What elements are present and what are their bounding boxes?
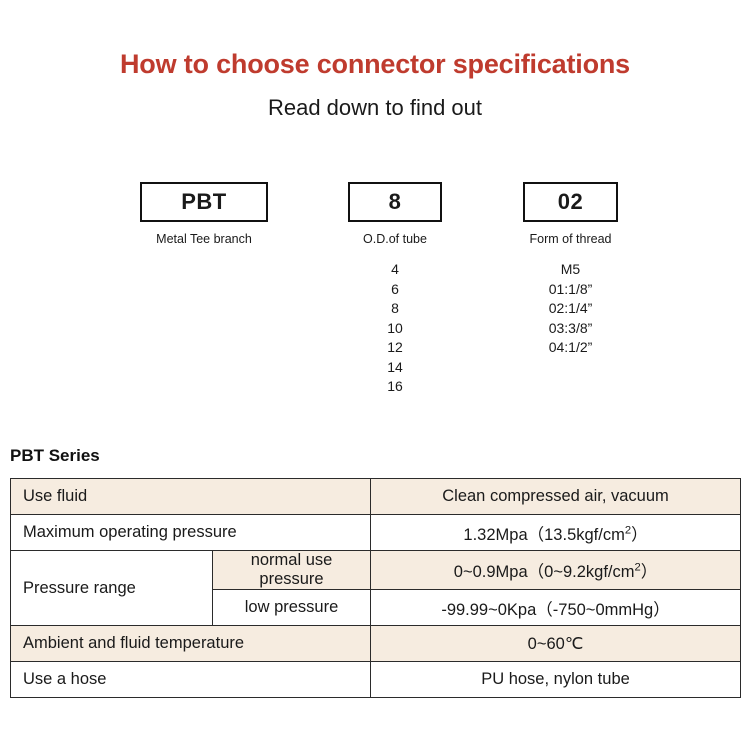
value-superscript: 2 xyxy=(634,561,641,574)
spec-value-temperature: 0~60℃ xyxy=(370,625,742,662)
code-value-series: PBT xyxy=(181,189,227,214)
table-row: Use a hose PU hose, nylon tube xyxy=(9,661,742,698)
code-group-od: 8 O.D.of tube 4 6 8 10 12 14 16 xyxy=(348,182,442,397)
value-tail: ） xyxy=(640,563,658,581)
value-tail: ） xyxy=(631,525,648,544)
spec-value-max-pressure: 1.32Mpa（13.5kgf/cm2） xyxy=(370,514,742,551)
spec-sublabel-low-pressure: low pressure xyxy=(211,589,372,626)
code-box-od: 8 xyxy=(348,182,442,222)
code-group-series: PBT Metal Tee branch xyxy=(140,182,268,260)
specification-table: Use fluid Clean compressed air, vacuum M… xyxy=(9,478,742,698)
spec-label-pressure-range: Pressure range xyxy=(10,550,213,626)
code-group-thread: 02 Form of thread M5 01:1/8” 02:1/4” 03:… xyxy=(523,182,618,358)
spec-value-use-fluid: Clean compressed air, vacuum xyxy=(370,478,742,515)
table-row: Ambient and fluid temperature 0~60℃ xyxy=(9,625,742,662)
code-caption-od: O.D.of tube xyxy=(363,232,427,246)
option-item: 8 xyxy=(391,300,399,316)
option-item: 4 xyxy=(391,261,399,277)
option-item: 16 xyxy=(387,378,403,394)
option-item: 6 xyxy=(391,280,399,297)
option-item: 14 xyxy=(387,358,403,375)
spec-label-use-fluid: Use fluid xyxy=(9,478,372,515)
spec-label-temperature: Ambient and fluid temperature xyxy=(9,625,372,662)
spec-table-heading: PBT Series xyxy=(10,446,100,465)
option-item: 01:1/8” xyxy=(548,280,593,297)
spec-value-low-pressure: -99.99~0Kpa（-750~0mmHg） xyxy=(370,589,742,626)
option-item: 10 xyxy=(387,319,403,336)
code-caption-thread: Form of thread xyxy=(529,232,612,246)
option-item: 03:3/8” xyxy=(548,319,593,336)
option-item: 04:1/2” xyxy=(548,339,593,355)
table-row: Use fluid Clean compressed air, vacuum xyxy=(9,478,742,515)
value-superscript: 2 xyxy=(624,524,632,536)
option-item: 12 xyxy=(387,339,403,355)
code-box-series: PBT xyxy=(140,182,268,222)
page-subtitle: Read down to find out xyxy=(267,94,483,120)
table-row: Maximum operating pressure 1.32Mpa（13.5k… xyxy=(9,514,742,551)
code-caption-series: Metal Tee branch xyxy=(156,232,252,246)
spec-label-use-a-hose: Use a hose xyxy=(9,661,372,698)
spec-sublabel-normal-use-pressure: normal use pressure xyxy=(211,550,372,590)
code-value-od: 8 xyxy=(388,189,402,214)
option-item: 02:1/4” xyxy=(548,300,593,316)
table-row: Pressure range normal use pressure 0~0.9… xyxy=(10,550,742,626)
code-value-thread: 02 xyxy=(557,189,584,214)
code-box-thread: 02 xyxy=(523,182,618,222)
option-list-od: 4 6 8 10 12 14 16 xyxy=(348,260,442,397)
page-header: How to choose connector specifications R… xyxy=(0,0,750,120)
spec-value-use-a-hose: PU hose, nylon tube xyxy=(370,661,742,698)
part-number-selector: PBT Metal Tee branch 8 O.D.of tube 4 6 8… xyxy=(0,182,750,422)
spec-value-normal-use-pressure: 0~0.9Mpa（0~9.2kgf/cm2） xyxy=(370,550,742,590)
option-list-thread: M5 01:1/8” 02:1/4” 03:3/8” 04:1/2” xyxy=(523,260,618,358)
value-main: 0~0.9Mpa（0~9.2kgf/cm xyxy=(453,563,635,581)
spec-label-max-pressure: Maximum operating pressure xyxy=(9,514,372,551)
page-title: How to choose connector specifications xyxy=(120,49,630,79)
option-item: M5 xyxy=(560,261,581,277)
value-main: 1.32Mpa（13.5kgf/cm xyxy=(463,525,625,544)
